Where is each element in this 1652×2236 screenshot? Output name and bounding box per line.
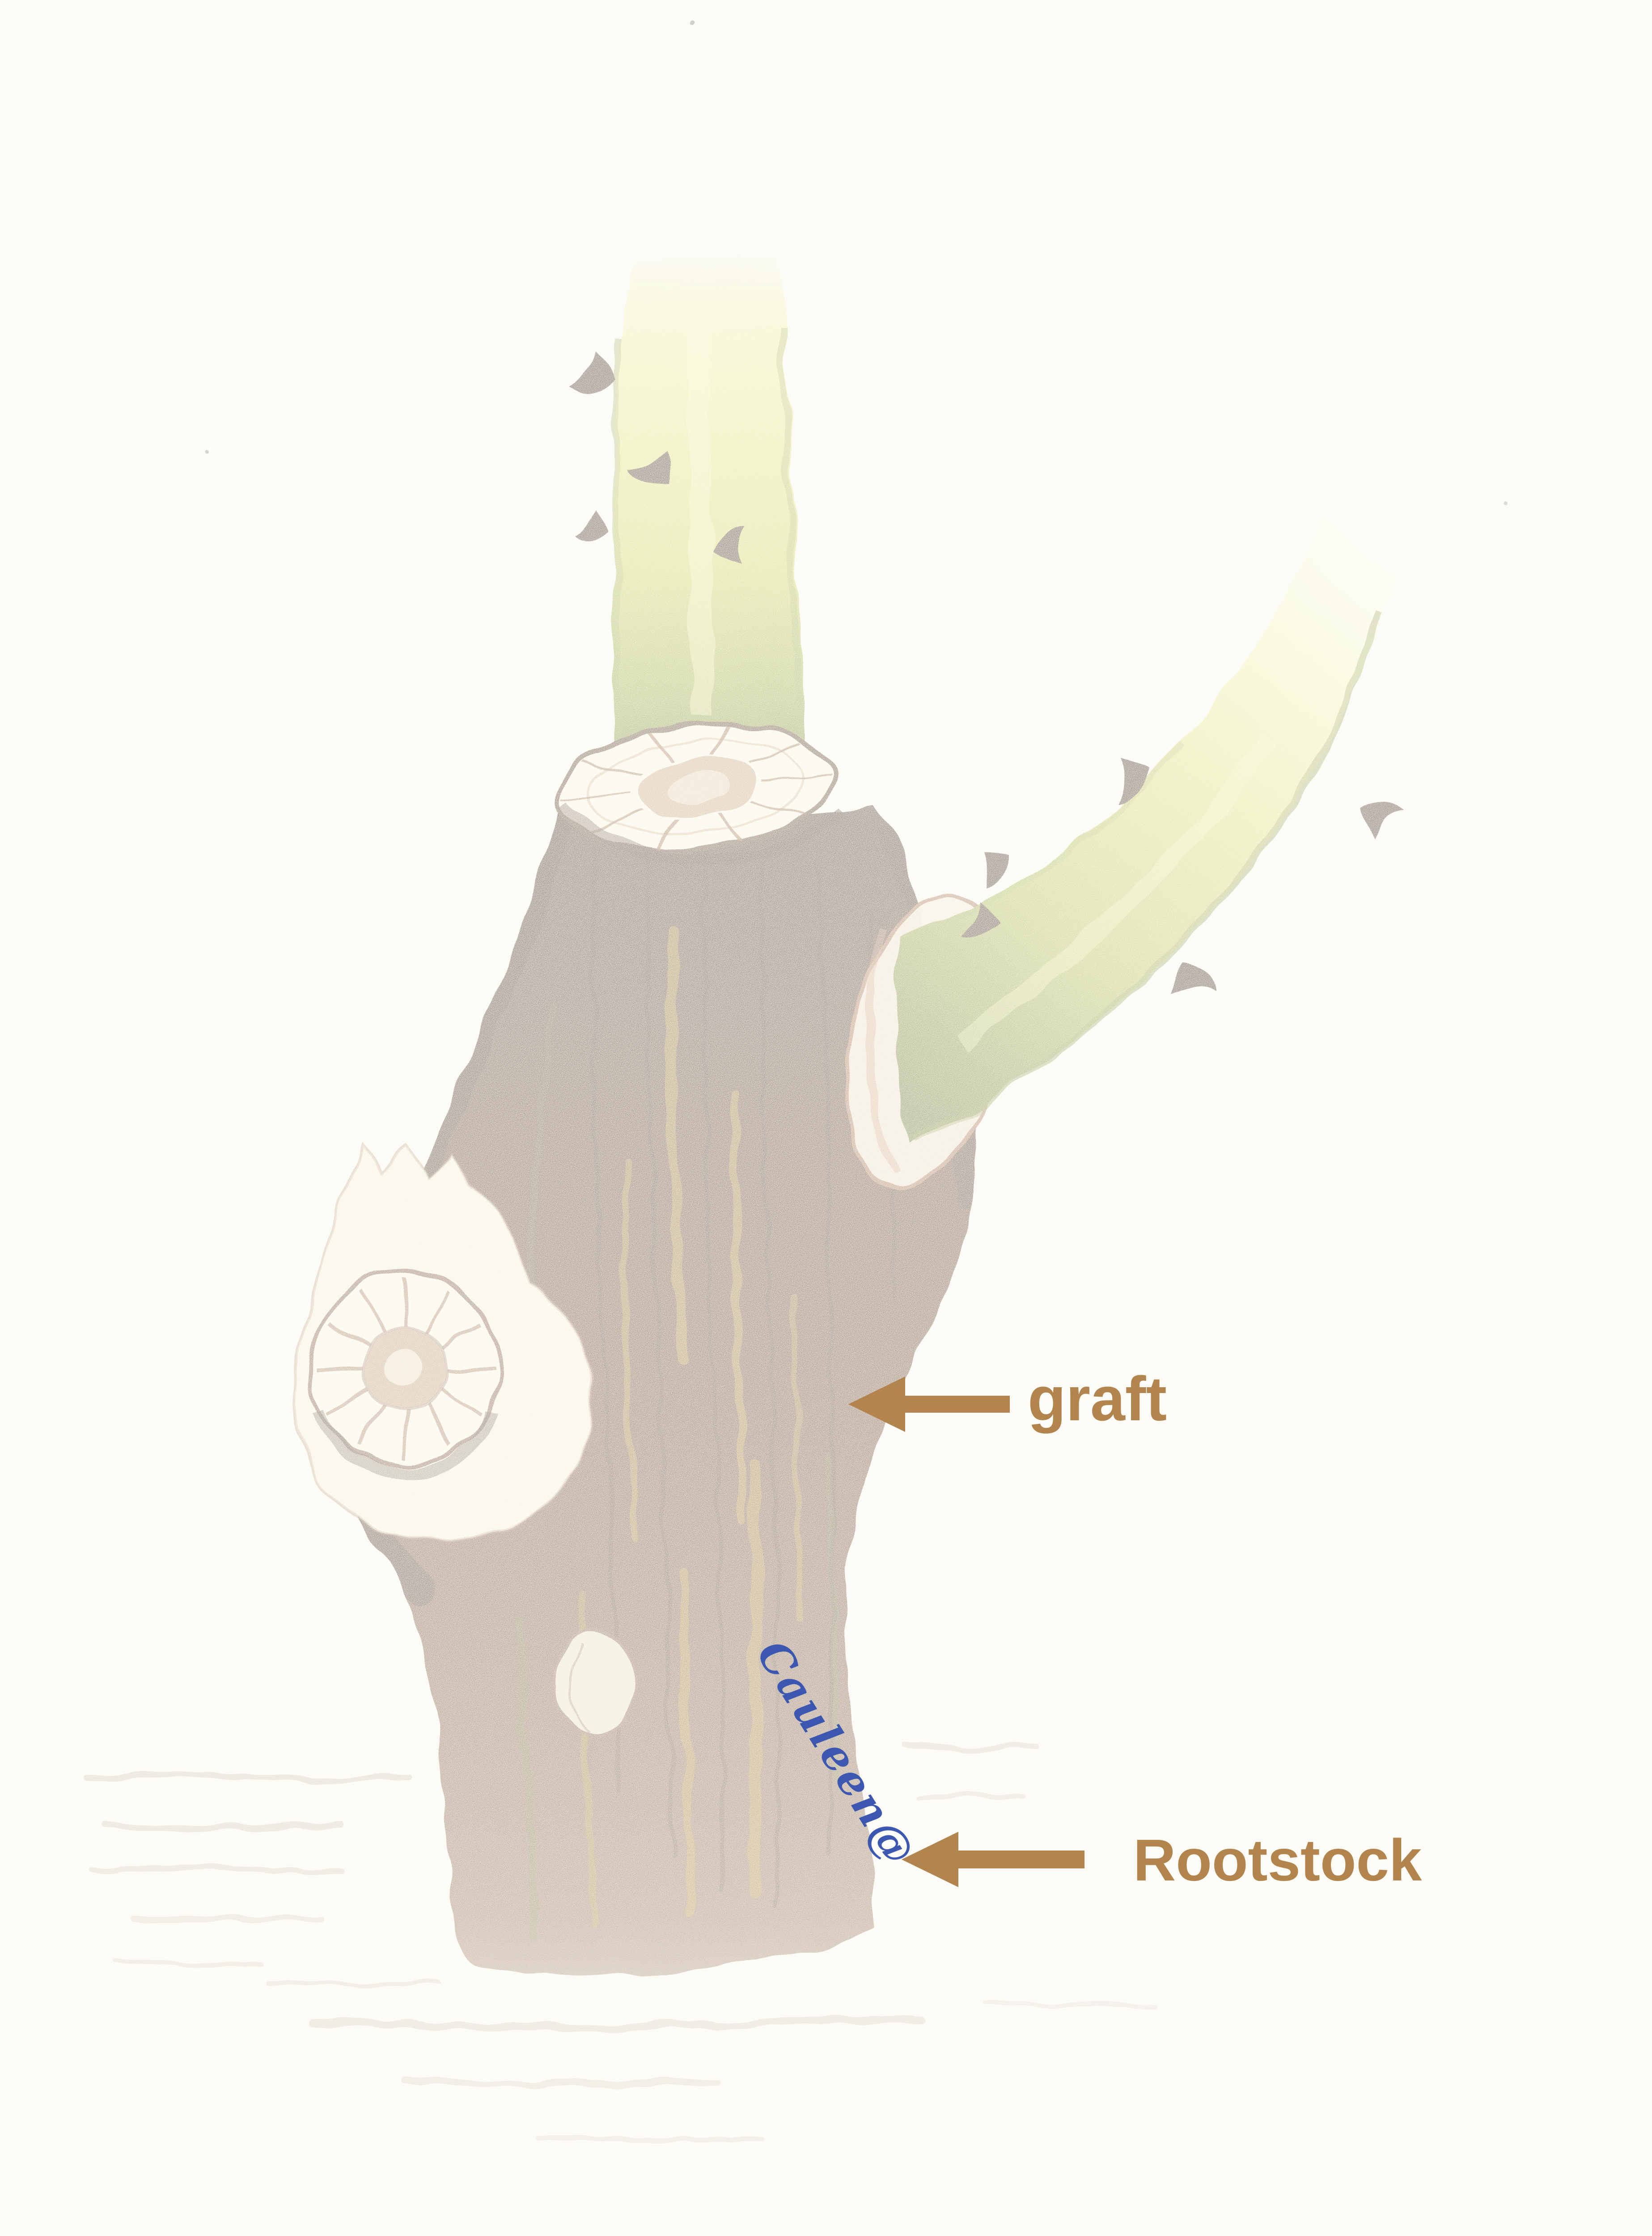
rootstock-arrow-tail — [958, 1851, 1084, 1868]
left-scion-stem — [567, 256, 809, 780]
graft-label: graft — [1028, 1368, 1167, 1430]
paper-specks — [206, 24, 1508, 503]
graft-label-text: graft — [1028, 1364, 1167, 1434]
graft-arrow — [848, 1376, 1010, 1432]
rootstock-label-text: Rootstock — [1133, 1827, 1422, 1893]
right-scion-stem — [896, 515, 1407, 1143]
graft-arrowhead-icon — [848, 1376, 905, 1432]
rootstock-arrow — [902, 1832, 1084, 1887]
graft-arrow-tail — [905, 1396, 1010, 1413]
rootstock-label: Rootstock — [1133, 1831, 1422, 1890]
